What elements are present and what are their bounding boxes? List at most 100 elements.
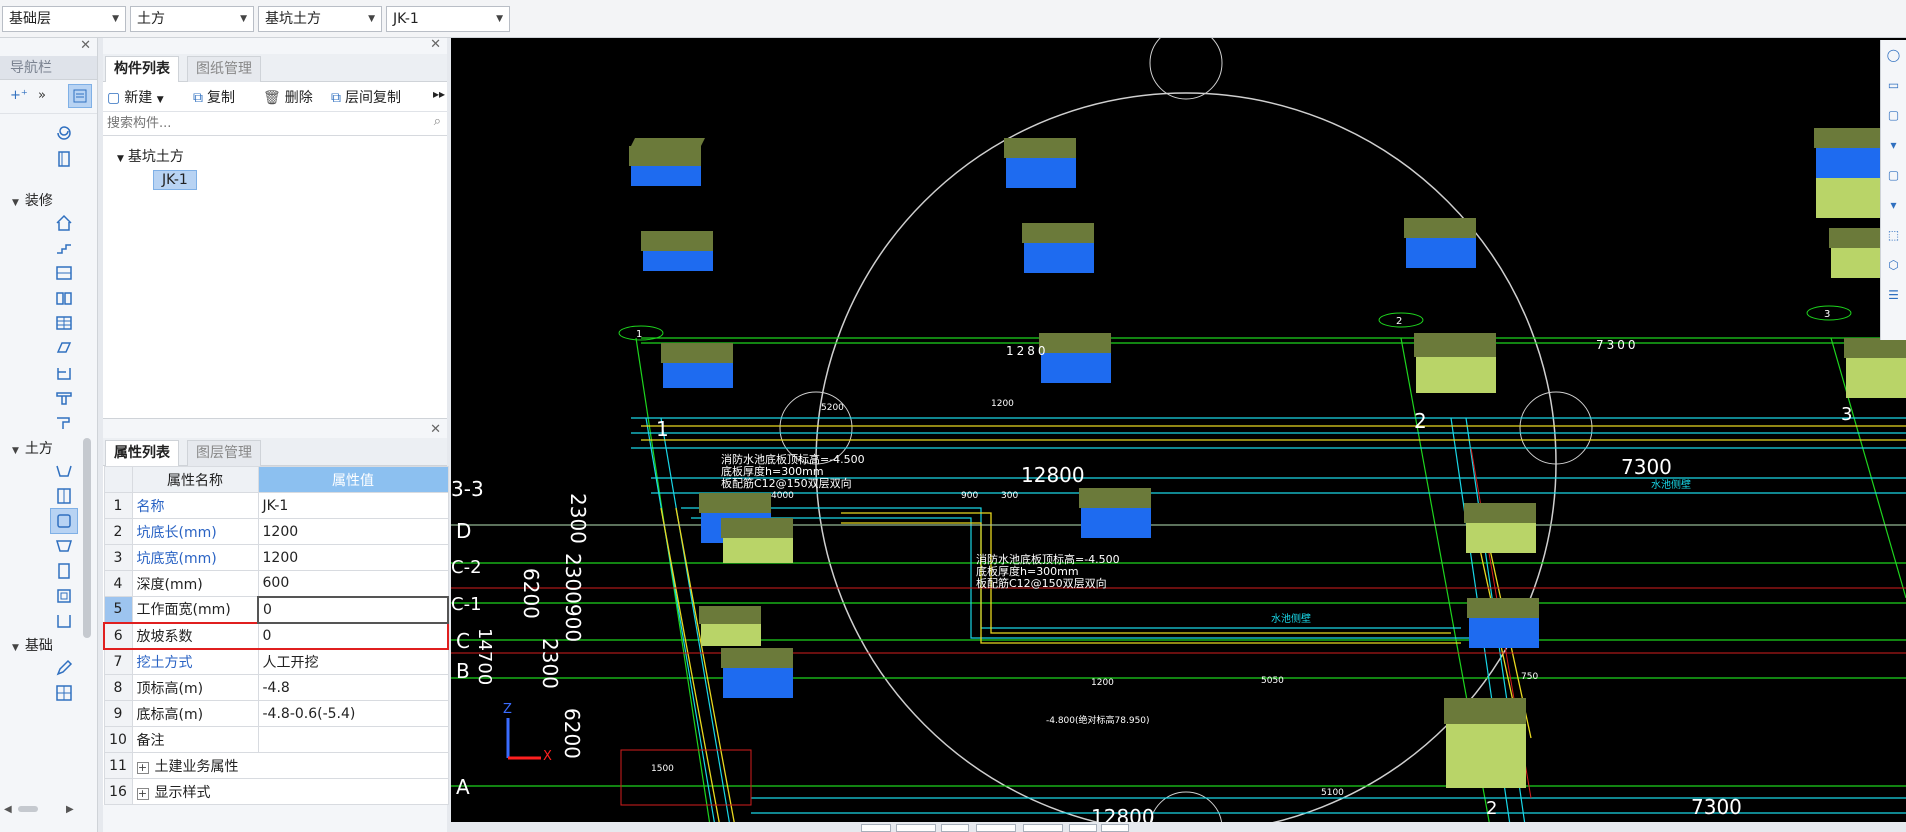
nav-section-earthwork[interactable]: ▼土方	[12, 441, 53, 457]
dimension-label: 1200	[991, 399, 1014, 409]
wall-panel-icon[interactable]	[50, 260, 78, 286]
spiral-icon[interactable]	[50, 120, 78, 146]
tab-property-list[interactable]: 属性列表	[105, 440, 179, 466]
status-button[interactable]	[1101, 824, 1129, 832]
tree-item-jk1[interactable]: JK-1	[153, 170, 197, 190]
trench-basin-icon[interactable]	[50, 608, 78, 634]
delete-button[interactable]: 🗑删除	[263, 90, 313, 106]
subtype-select[interactable]: 基坑土方▼	[258, 6, 382, 32]
column-dig-icon[interactable]	[50, 483, 78, 509]
pencil-icon[interactable]	[50, 655, 78, 681]
status-button[interactable]	[1069, 824, 1097, 832]
category-select[interactable]: 土方▼	[130, 6, 254, 32]
nav-section-foundation[interactable]: ▼基础	[12, 638, 53, 654]
pit-icon[interactable]	[50, 508, 78, 534]
column-cap-icon[interactable]	[50, 385, 78, 411]
trench-icon[interactable]	[50, 458, 78, 484]
new-button[interactable]: ▢新建 ▼	[107, 90, 164, 106]
search-icon[interactable]: ⌕	[433, 114, 441, 129]
excavation-icon[interactable]	[50, 583, 78, 609]
table-row-group[interactable]: 11+土建业务属性	[103, 752, 449, 779]
ceiling-icon[interactable]	[50, 335, 78, 361]
chevron-down-icon[interactable]: ▾	[1890, 198, 1897, 212]
door-icon[interactable]	[50, 146, 78, 172]
floor-copy-button[interactable]: ⧉层间复制	[331, 90, 401, 106]
chevron-down-icon: ▼	[240, 14, 247, 24]
cad-canvas[interactable]: 1 2 3 1 2 3 1280 7300 12800 7300 12800 7…	[451, 38, 1906, 832]
view-3d-icon[interactable]: ▢	[1887, 168, 1900, 182]
nav-hscrollbar[interactable]	[18, 806, 38, 812]
box-select-icon[interactable]: ⬚	[1887, 228, 1900, 242]
component-select[interactable]: JK-1▼	[386, 6, 510, 32]
filter-toolbar: 基础层▼ 土方▼ 基坑土方▼ JK-1▼	[0, 0, 1906, 38]
status-button[interactable]	[1023, 824, 1063, 832]
copy-button[interactable]: ⧉复制	[193, 90, 235, 106]
status-button[interactable]	[941, 824, 969, 832]
table-row-group[interactable]: 16+显示样式	[103, 778, 449, 805]
tab-layer-manage[interactable]: 图层管理	[187, 440, 261, 466]
view-cube-icon[interactable]: ▢	[1887, 108, 1900, 122]
list-settings-icon[interactable]: ☰	[1888, 288, 1899, 302]
dimension-label: 2300	[566, 493, 590, 544]
selection-circle	[815, 92, 1557, 832]
dimension-label: 5050	[1261, 676, 1284, 686]
scroll-right-icon[interactable]: ▶	[66, 804, 74, 815]
red-lines	[451, 447, 1906, 806]
more-icon[interactable]: ▸▸	[433, 87, 446, 101]
nav-section-decoration[interactable]: ▼装修	[12, 193, 53, 209]
cad-drawing: 1 2 3 1 2 3 1280 7300 12800 7300 12800 7…	[451, 38, 1906, 832]
triangle-down-icon: ▼	[117, 154, 124, 164]
stair-icon[interactable]	[50, 235, 78, 261]
expand-plus-icon[interactable]: +	[136, 760, 149, 774]
col-header-value: 属性值	[257, 466, 449, 493]
brush-icon[interactable]	[50, 410, 78, 436]
close-icon[interactable]: ✕	[80, 38, 91, 53]
list-view-icon[interactable]	[68, 84, 92, 108]
annotation: -4.800(绝对标高78.950)	[1046, 714, 1150, 726]
status-button[interactable]	[861, 824, 891, 832]
foundation-pit-icon[interactable]	[50, 533, 78, 559]
tab-component-list[interactable]: 构件列表	[105, 56, 179, 82]
work-face-width-input[interactable]: 0	[257, 595, 449, 624]
niche-icon[interactable]	[50, 360, 78, 386]
orbit-icon[interactable]: ◯	[1886, 48, 1901, 62]
floor-copy-icon: ⧉	[331, 90, 341, 106]
home-icon[interactable]	[50, 210, 78, 236]
axis-label: D	[456, 519, 471, 543]
cube-icon[interactable]: ⬡	[1888, 258, 1899, 272]
grid-foundation-icon[interactable]	[50, 680, 78, 706]
annotation: 底板厚度h=300mm	[976, 564, 1079, 578]
expand-plus-icon[interactable]: +	[136, 786, 149, 800]
small-circle	[779, 391, 853, 465]
axis-label: 3	[1824, 309, 1830, 320]
chevron-down-icon[interactable]: ▾	[1890, 138, 1897, 152]
close-icon[interactable]: ✕	[430, 422, 441, 437]
add-icon[interactable]: +⁺	[10, 88, 28, 103]
close-icon[interactable]: ✕	[430, 37, 441, 52]
scroll-left-icon[interactable]: ◀	[4, 804, 12, 815]
tab-drawing-manage[interactable]: 图纸管理	[187, 56, 261, 82]
book-icon[interactable]	[50, 285, 78, 311]
status-button[interactable]	[976, 824, 1016, 832]
view-2d-icon[interactable]: ▭	[1887, 78, 1900, 92]
tree-node-pit[interactable]: ▼基坑土方	[117, 149, 184, 165]
backfill-icon[interactable]	[50, 558, 78, 584]
search-input[interactable]	[103, 112, 413, 134]
floor-select[interactable]: 基础层▼	[2, 6, 126, 32]
expand-icon[interactable]: »	[38, 88, 46, 103]
status-button[interactable]	[896, 824, 936, 832]
table-grid-icon[interactable]	[50, 310, 78, 336]
dimension-label: 4000	[771, 491, 794, 501]
chevron-down-icon: ▼	[156, 95, 164, 105]
nav-scrollbar[interactable]	[83, 438, 91, 638]
